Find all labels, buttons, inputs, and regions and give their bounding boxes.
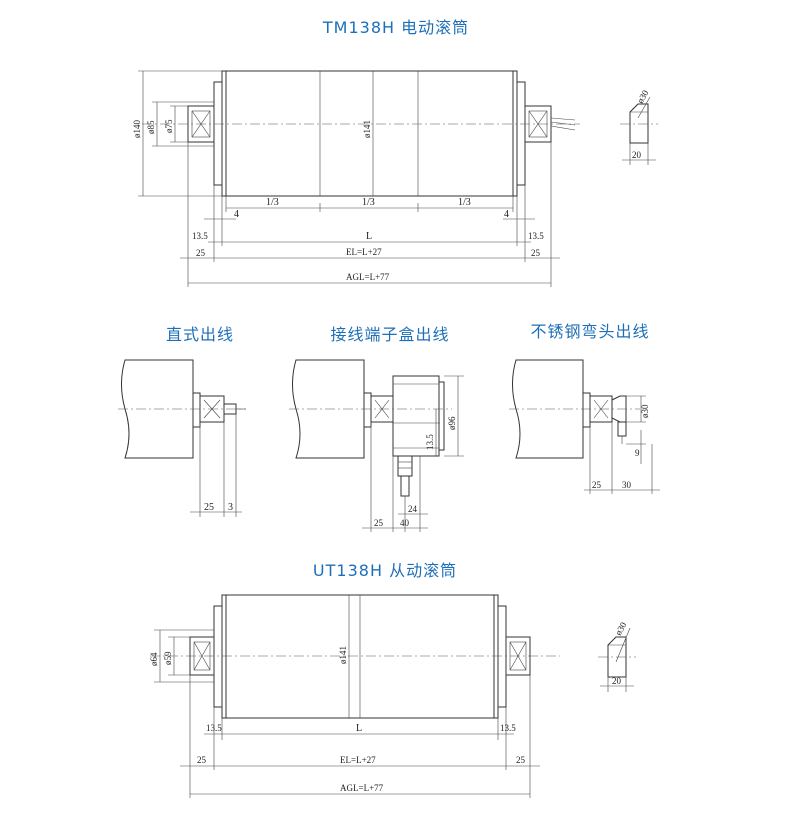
junction-cable-gland: [397, 455, 413, 477]
shaft-end-view: [629, 103, 649, 144]
idler-roller-drawing: ø64 ø59 ø141 13.5 13.5 L 25 25 EL=L+27 A…: [149, 594, 636, 798]
dim-third-3: 1/3: [458, 197, 471, 208]
idler-dim-25-right: 25: [516, 755, 526, 765]
dim-d85: ø85: [146, 120, 156, 134]
straight-dim-3: 3: [228, 502, 233, 513]
idler-dim-L: L: [356, 723, 362, 734]
dim-13-5-right: 13.5: [528, 231, 544, 241]
idler-dim-d59: ø59: [163, 651, 173, 665]
idler-roller-title: UT138H 从动滚筒: [312, 561, 458, 580]
straight-outlet-drawing: 25 3: [118, 359, 246, 517]
dim-25-left: 25: [196, 248, 206, 258]
idler-side-dim-d30: ø30: [613, 620, 629, 637]
dim-13-5-left: 13.5: [192, 231, 208, 241]
idler-dim-AGL: AGL=L+77: [340, 783, 384, 793]
side-dim-20: 20: [632, 150, 642, 160]
dim-third-2: 1/3: [362, 197, 375, 208]
dim-d140: ø140: [132, 120, 142, 139]
junction-roller-end: [292, 359, 365, 459]
idler-dim-d64: ø64: [149, 652, 159, 666]
dim-d75: ø75: [164, 119, 174, 133]
dim-third-1: 1/3: [266, 197, 279, 208]
junction-dim-24: 24: [408, 504, 418, 514]
idler-dim-13-5-right: 13.5: [500, 723, 516, 733]
junction-box-outlet-drawing: ø96 13.5 24 25 40: [289, 359, 464, 532]
dim-25-right: 25: [531, 248, 541, 258]
dim-4-left: 4: [234, 209, 239, 220]
motorized-roller-drawing: ø140 ø85 ø75 ø141 1/3 1/3 1/3 4 4 L 13.5…: [132, 70, 658, 287]
elbow-outlet-drawing: ø30 9 25 30: [509, 359, 660, 494]
junction-dim-40: 40: [400, 518, 410, 528]
junction-dim-25: 25: [374, 518, 384, 528]
dim-L: L: [366, 231, 372, 242]
straight-roller-end: [121, 359, 194, 459]
straight-outlet-title: 直式出线: [165, 325, 234, 344]
elbow-dim-d30: ø30: [640, 404, 650, 418]
dim-d141: ø141: [362, 120, 372, 138]
idler-dim-d141: ø141: [338, 646, 348, 664]
idler-dim-25-left: 25: [197, 755, 207, 765]
dim-EL: EL=L+27: [346, 247, 382, 257]
idler-dim-EL: EL=L+27: [340, 755, 376, 765]
elbow-roller-end: [512, 359, 584, 459]
elbow-dim-9: 9: [635, 448, 640, 458]
dim-4-right: 4: [504, 209, 509, 220]
side-dim-d30: ø30: [635, 88, 651, 105]
straight-dim-25: 25: [204, 502, 214, 513]
junction-dim-13-5: 13.5: [425, 434, 435, 450]
elbow-dim-25: 25: [592, 480, 602, 490]
elbow-outlet-title: 不锈钢弯头出线: [530, 322, 650, 341]
idler-side-dim-20: 20: [612, 676, 622, 686]
junction-dim-d96: ø96: [447, 416, 457, 430]
elbow-dim-30: 30: [622, 480, 632, 490]
junction-box-outlet-title: 接线端子盒出线: [330, 325, 450, 344]
motorized-roller-title: TM138H 电动滚筒: [322, 18, 470, 37]
dim-AGL: AGL=L+77: [346, 272, 390, 282]
idler-dim-13-5-left: 13.5: [206, 723, 222, 733]
